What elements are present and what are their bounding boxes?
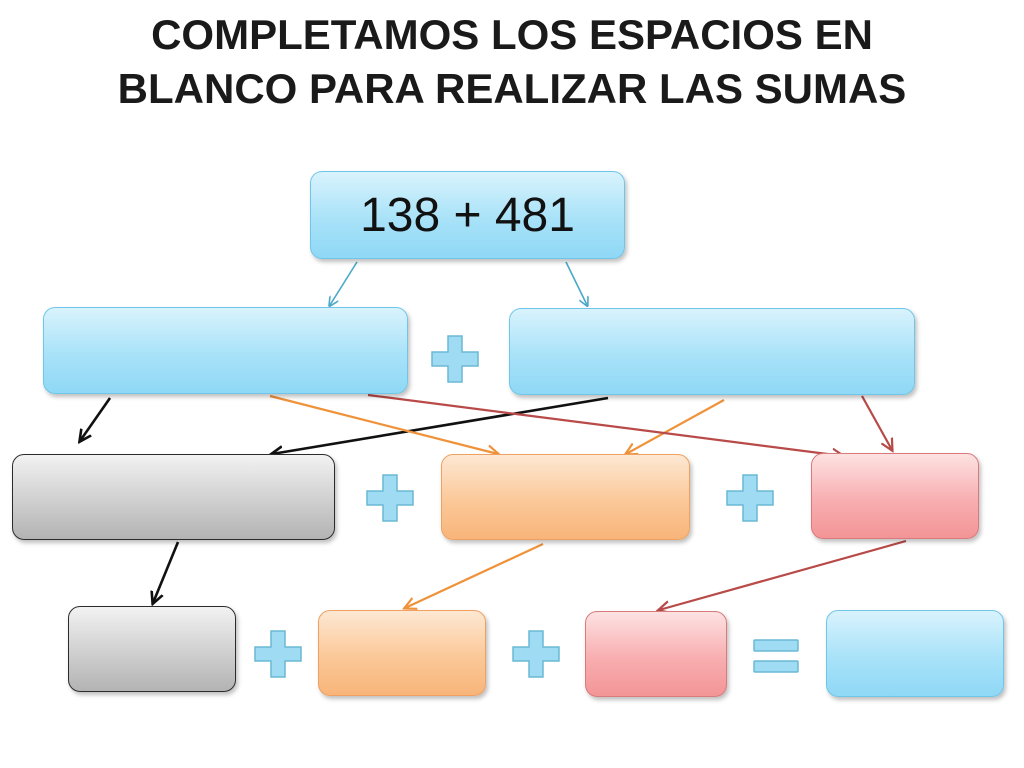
arrow-black-left-to-gray (80, 397, 112, 441)
arrow-orange-left-to-orange (269, 394, 498, 454)
arrow-orange-to-small-orange (405, 543, 544, 608)
plus-sign-icon (431, 335, 479, 383)
arrow-problem-to-left (330, 261, 358, 305)
arrow-problem-to-right (565, 261, 587, 305)
problem-text: 138 + 481 (360, 188, 575, 242)
plus-sign-icon (366, 474, 414, 522)
page-title: COMPLETAMOS LOS ESPACIOS EN BLANCO PARA … (0, 8, 1024, 116)
plus-sign-icon (512, 630, 560, 678)
problem-box: 138 + 481 (310, 171, 625, 259)
blank-box-units-result[interactable] (585, 611, 727, 697)
arrow-orange-right-to-orange (626, 399, 725, 454)
blank-box-second-addend[interactable] (509, 308, 915, 395)
blank-box-hundreds-sum[interactable] (12, 454, 335, 540)
arrow-black-gray-to-small-gray (153, 541, 180, 603)
plus-sign-icon (726, 474, 774, 522)
blank-box-final-result[interactable] (826, 610, 1004, 697)
plus-sign-icon (254, 630, 302, 678)
arrow-red-right-to-red (861, 395, 892, 450)
blank-box-tens-result[interactable] (318, 610, 486, 696)
arrow-red-left-to-red (367, 393, 843, 456)
title-line-2: BLANCO PARA REALIZAR LAS SUMAS (117, 65, 907, 112)
blank-box-first-addend[interactable] (43, 307, 408, 394)
blank-box-tens-sum[interactable] (441, 454, 690, 540)
blank-box-units-sum[interactable] (811, 453, 979, 539)
arrow-black-right-to-gray (272, 396, 609, 454)
title-line-1: COMPLETAMOS LOS ESPACIOS EN (151, 11, 873, 58)
equals-sign-icon (753, 639, 799, 673)
arrow-red-to-small-red (659, 539, 907, 610)
blank-box-hundreds-result[interactable] (68, 606, 236, 692)
